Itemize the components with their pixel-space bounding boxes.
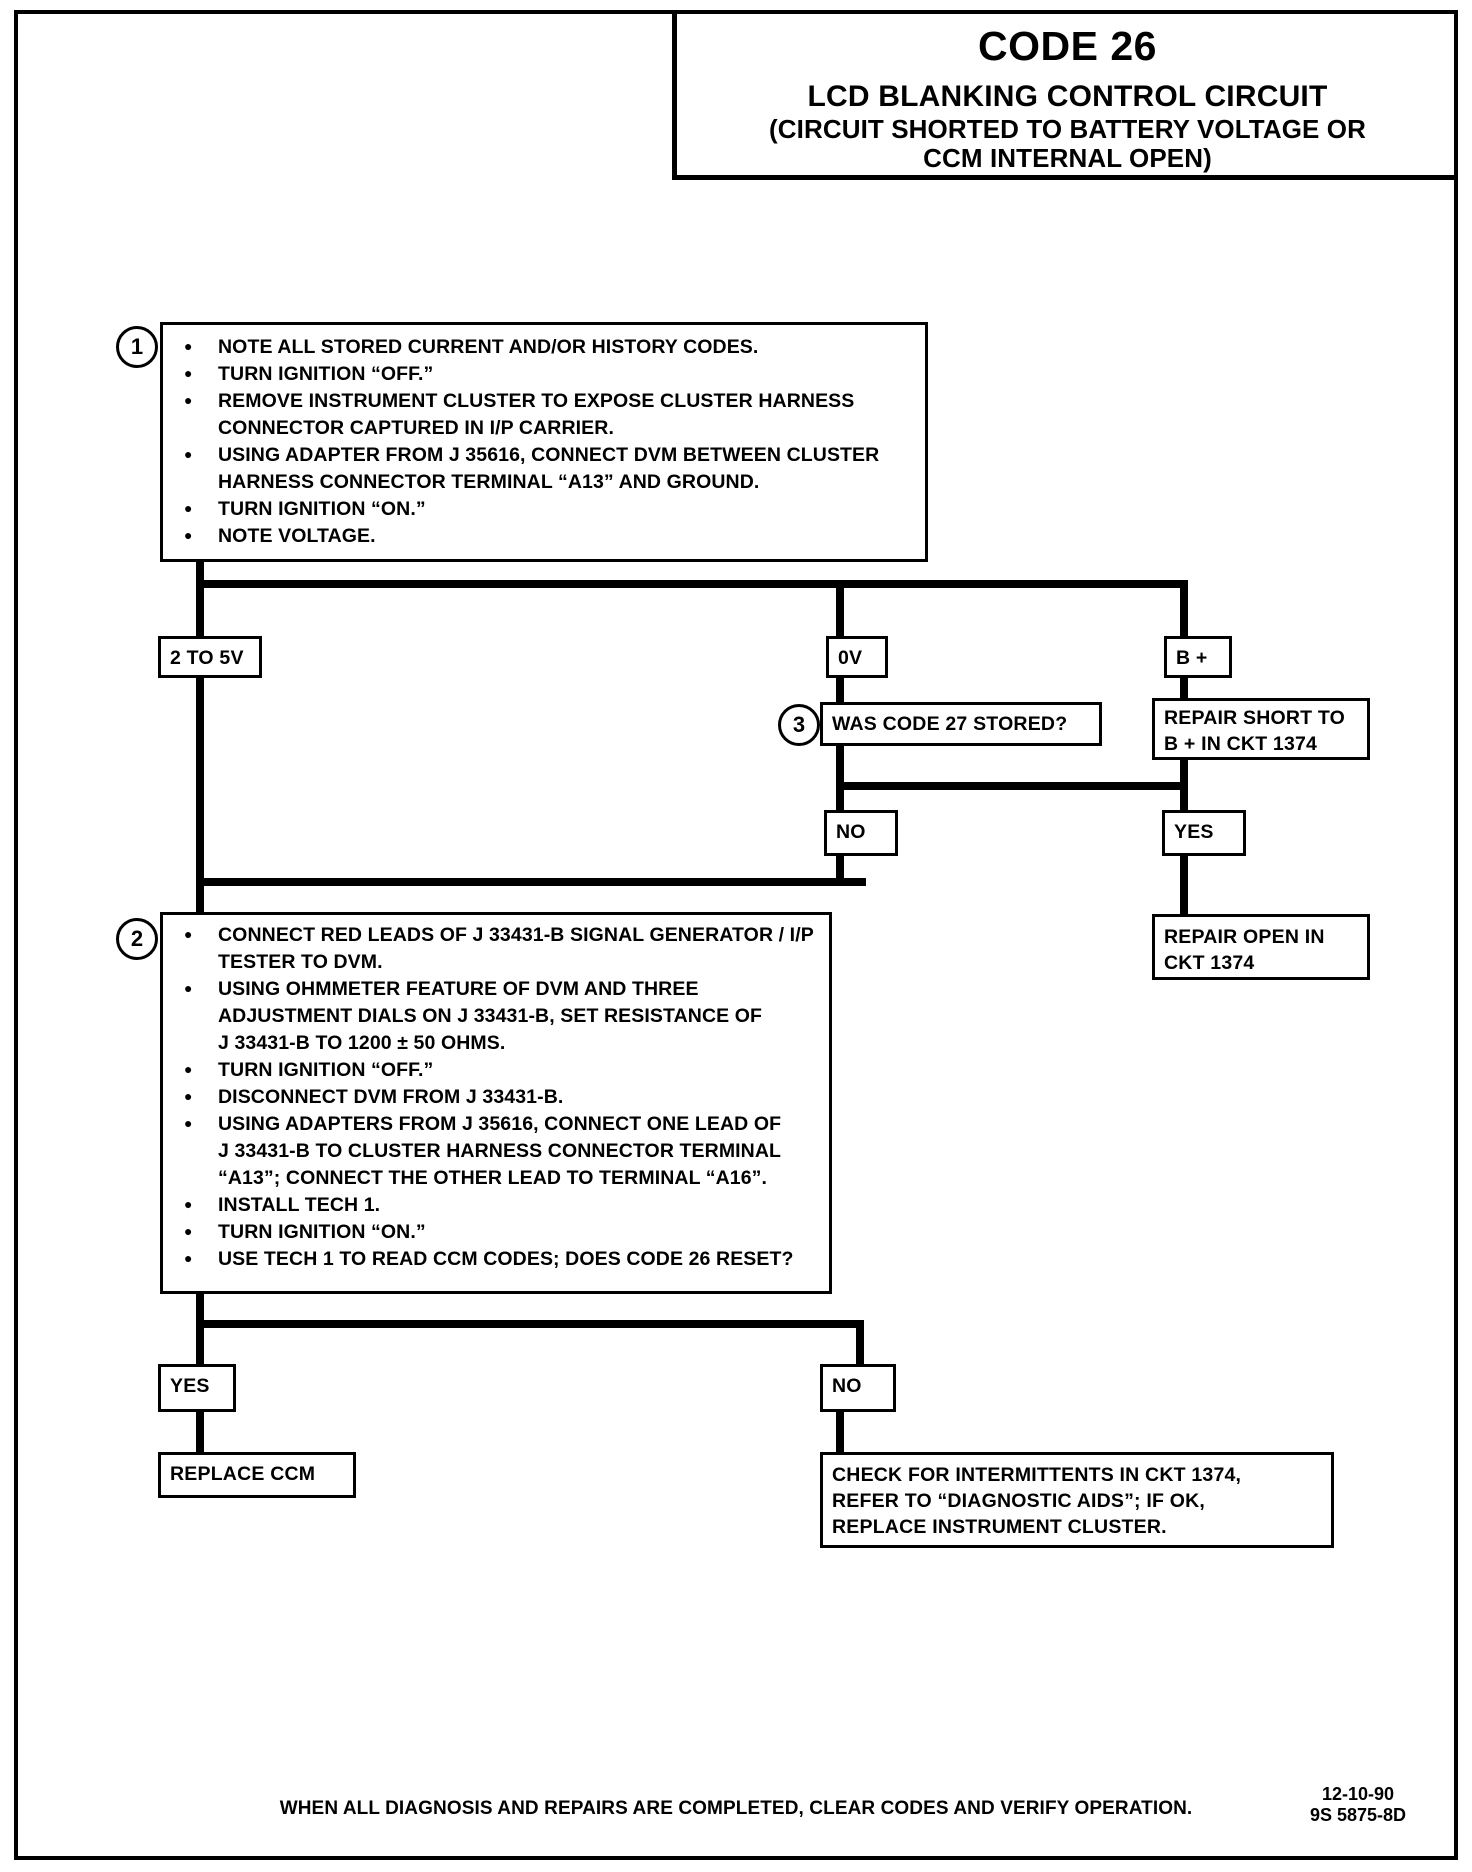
step-2-instruction-list: CONNECT RED LEADS OF J 33431-B SIGNAL GE… <box>178 921 824 1273</box>
step-3-answer-no-box: NO <box>824 810 898 856</box>
connector-merge-bus-step2 <box>196 878 866 886</box>
step-3-answer-yes-box: YES <box>1162 810 1246 856</box>
step-2-answer-yes-label: YES <box>170 1375 210 1397</box>
connector-step2-bus <box>196 1320 864 1328</box>
connector-bplus-down <box>1180 678 1188 712</box>
connector-step1-down <box>196 562 204 586</box>
connector-to-yes3 <box>1180 782 1188 810</box>
step-1-instruction-list: NOTE ALL STORED CURRENT AND/OR HISTORY C… <box>178 333 918 550</box>
step-number-1: 1 <box>116 326 158 368</box>
page-border <box>14 10 1458 1860</box>
branch-bplus-label: B + <box>1176 647 1208 669</box>
list-item: NOTE VOLTAGE. <box>178 522 918 550</box>
list-item: NOTE ALL STORED CURRENT AND/OR HISTORY C… <box>178 333 918 361</box>
footer-date: 12-10-90 <box>1321 1784 1395 1804</box>
repair-short-text: REPAIR SHORT TO B + IN CKT 1374 <box>1164 707 1346 755</box>
step-2-answer-no-box: NO <box>820 1364 896 1412</box>
connector-to-bplus <box>1180 580 1188 636</box>
replace-ccm-label: REPLACE CCM <box>170 1463 316 1485</box>
connector-yes2-down <box>196 1412 204 1458</box>
connector-to-yes2 <box>196 1320 204 1364</box>
connector-bus-step1 <box>196 580 1188 588</box>
header-subtitle-line2: CCM INTERNAL OPEN) <box>923 142 1212 173</box>
connector-into-step2 <box>196 878 204 914</box>
branch-2to5v-box: 2 TO 5V <box>158 636 262 678</box>
list-item: TURN IGNITION “ON.” <box>178 1218 824 1246</box>
list-item: REMOVE INSTRUMENT CLUSTER TO EXPOSE CLUS… <box>178 387 918 442</box>
list-item: INSTALL TECH 1. <box>178 1191 824 1219</box>
connector-to-no2 <box>856 1320 864 1364</box>
header-block: CODE 26 LCD BLANKING CONTROL CIRCUIT (CI… <box>672 10 1458 180</box>
connector-to-2to5v <box>196 580 204 636</box>
branch-2to5v-label: 2 TO 5V <box>170 647 244 669</box>
branch-0v-label: 0V <box>838 647 863 669</box>
list-item: DISCONNECT DVM FROM J 33431-B. <box>178 1083 824 1111</box>
footer-note: WHEN ALL DIAGNOSIS AND REPAIRS ARE COMPL… <box>279 1798 1193 1819</box>
connector-to-0v <box>836 580 844 636</box>
branch-bplus-box: B + <box>1164 636 1232 678</box>
list-item: USING ADAPTERS FROM J 35616, CONNECT ONE… <box>178 1110 824 1192</box>
step-number-2: 2 <box>116 918 158 960</box>
repair-open-text: REPAIR OPEN IN CKT 1374 <box>1164 926 1325 974</box>
step-3-answer-yes-label: YES <box>1174 821 1214 843</box>
footer-doc-code: 12-10-90 9S 5875-8D <box>1268 1784 1448 1826</box>
connector-step3-down <box>836 746 844 790</box>
repair-open-box: REPAIR OPEN IN CKT 1374 <box>1152 914 1370 980</box>
list-item: TURN IGNITION “ON.” <box>178 495 918 523</box>
connector-0v-down <box>836 678 844 712</box>
list-item: TURN IGNITION “OFF.” <box>178 1056 824 1084</box>
check-intermittents-box: CHECK FOR INTERMITTENTS IN CKT 1374, REF… <box>820 1452 1334 1548</box>
connector-step3-bus <box>836 782 1188 790</box>
list-item: USE TECH 1 TO READ CCM CODES; DOES CODE … <box>178 1245 824 1273</box>
step-3-question-box: WAS CODE 27 STORED? <box>820 702 1102 746</box>
connector-to-no3 <box>836 782 844 810</box>
connector-no3-down <box>836 856 844 886</box>
step-2-answer-yes-box: YES <box>158 1364 236 1412</box>
list-item: CONNECT RED LEADS OF J 33431-B SIGNAL GE… <box>178 921 824 976</box>
step-2-answer-no-label: NO <box>832 1375 862 1397</box>
connector-2to5v-down <box>196 678 204 886</box>
step-number-3: 3 <box>778 704 820 746</box>
list-item: TURN IGNITION “OFF.” <box>178 360 918 388</box>
connector-step2-down <box>196 1294 204 1328</box>
connector-no2-down <box>836 1412 844 1458</box>
connector-yes3-down <box>1180 856 1188 918</box>
repair-short-box: REPAIR SHORT TO B + IN CKT 1374 <box>1152 698 1370 760</box>
branch-0v-box: 0V <box>826 636 888 678</box>
header-subtitle-line1: (CIRCUIT SHORTED TO BATTERY VOLTAGE OR <box>769 113 1366 144</box>
list-item: USING ADAPTER FROM J 35616, CONNECT DVM … <box>178 441 918 496</box>
page-title: CODE 26 <box>978 23 1157 69</box>
connector-repairshort-down <box>1180 760 1188 788</box>
list-item: USING OHMMETER FEATURE OF DVM AND THREEA… <box>178 975 824 1057</box>
check-intermittents-text: CHECK FOR INTERMITTENTS IN CKT 1374, REF… <box>832 1464 1242 1538</box>
header-circuit-title: LCD BLANKING CONTROL CIRCUIT <box>807 79 1328 113</box>
step-3-answer-no-label: NO <box>836 821 866 843</box>
replace-ccm-box: REPLACE CCM <box>158 1452 356 1498</box>
footer-doc-id: 9S 5875-8D <box>1309 1805 1407 1825</box>
step-3-question-label: WAS CODE 27 STORED? <box>832 713 1068 735</box>
